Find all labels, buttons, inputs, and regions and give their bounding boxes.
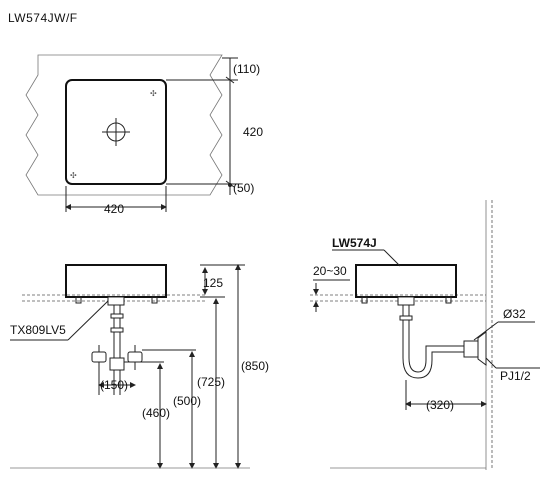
front-dim-725: (725) [197, 375, 225, 389]
top-dim-420-height: 420 [243, 125, 263, 139]
front-dim-460: (460) [142, 406, 170, 420]
svg-text:✣: ✣ [70, 171, 77, 180]
top-dim-50: (50) [233, 181, 254, 195]
supply-valve-right [127, 351, 143, 363]
side-dim-pipe-diameter: Ø32 [503, 307, 526, 321]
front-dim-500: (500) [173, 394, 201, 408]
front-dim-150: (150) [100, 378, 128, 392]
side-dim-gap: 20~30 [313, 264, 347, 278]
front-basin [65, 264, 167, 298]
front-dim-125: 125 [203, 276, 223, 290]
side-basin [355, 264, 457, 298]
side-dim-thread: PJ1/2 [500, 369, 531, 383]
waste-fitting [107, 296, 125, 306]
front-view: TX809LV5 (150) 125 (850) (725) (500) (46… [10, 264, 269, 469]
side-dim-320: (320) [426, 398, 454, 412]
countertop-outline [25, 54, 223, 196]
supply-valve-left [91, 351, 107, 363]
wall-flange [463, 340, 479, 358]
side-model-label: LW574J [332, 236, 377, 250]
front-part-label: TX809LV5 [10, 323, 66, 337]
top-view: ✣ ✣ (110) 420 (50) 420 [25, 54, 263, 216]
basin-outline [65, 79, 167, 185]
side-view: LW574J 20~30 Ø32 PJ1/2 (320) [310, 200, 540, 470]
front-dim-850: (850) [241, 359, 269, 373]
svg-text:✣: ✣ [150, 89, 157, 98]
top-dim-420-width: 420 [104, 202, 124, 216]
drawing-title: LW574JW/F [8, 11, 78, 25]
top-dim-110: (110) [233, 62, 260, 76]
